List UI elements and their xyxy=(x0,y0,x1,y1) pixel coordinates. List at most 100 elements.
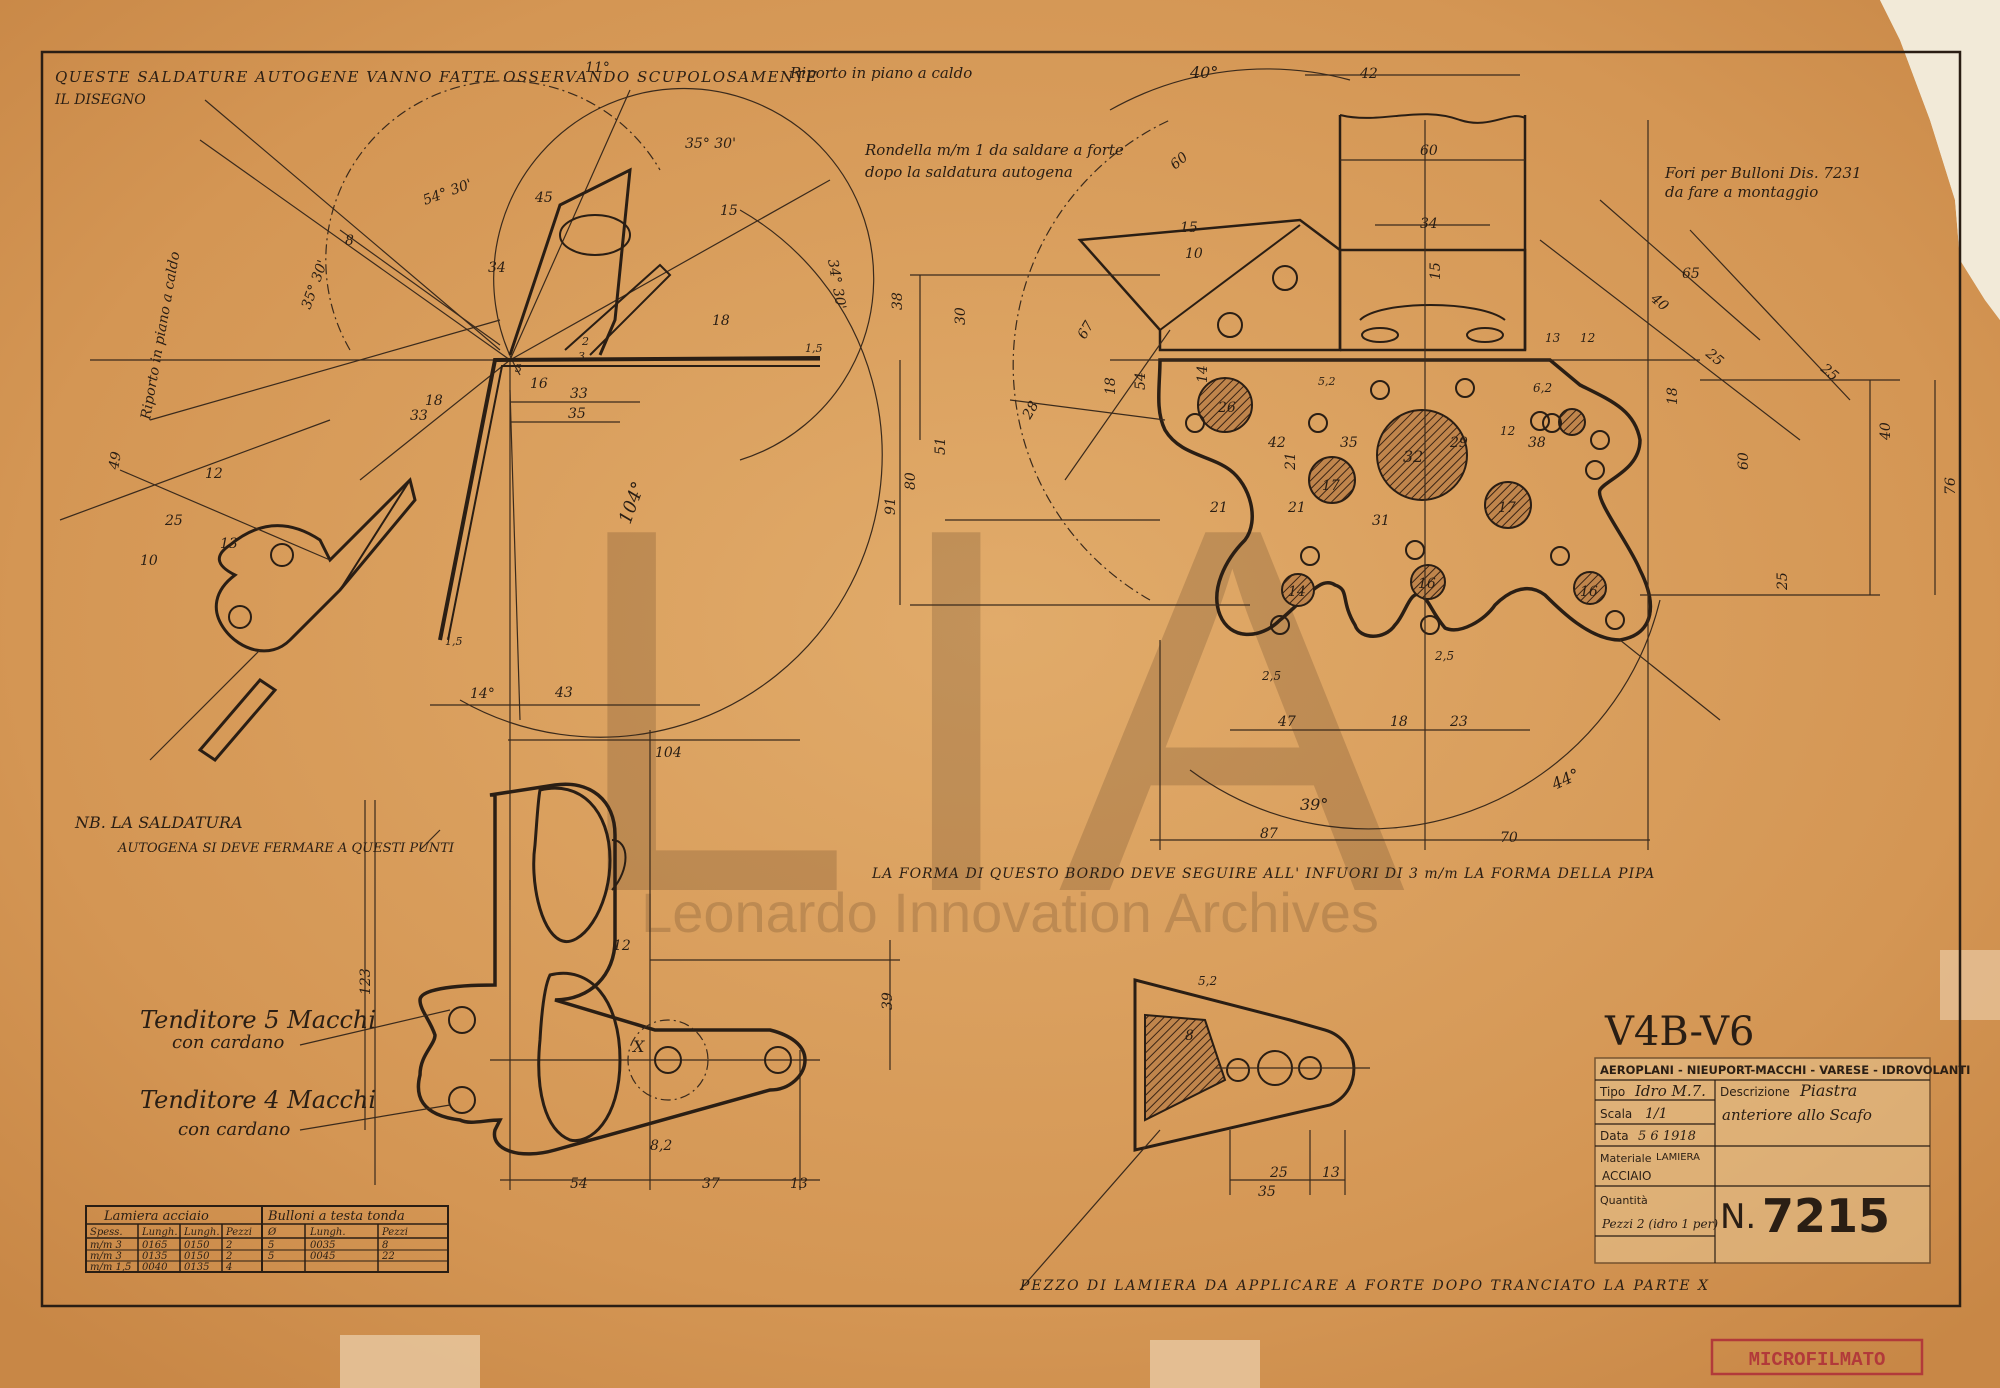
hole-26 xyxy=(1197,377,1253,433)
dimension-label: 123 xyxy=(358,968,374,995)
table-cell: 5 xyxy=(268,1240,274,1251)
dimension-label: 51 xyxy=(933,437,949,455)
table-header-cell: Lungh. xyxy=(183,1227,220,1238)
watermark: LIA Leonardo Innovation Archives xyxy=(565,420,1406,1001)
dimension-label: 39° xyxy=(1300,795,1328,814)
dimension-label: 35 xyxy=(1340,435,1358,451)
dimension-label: 11° xyxy=(585,60,610,76)
table-cell: 4 xyxy=(225,1262,232,1273)
tipo-label: Tipo xyxy=(1599,1085,1625,1099)
weld-note-line1: QUESTE SALDATURE AUTOGENE VANNO FATTE OS… xyxy=(55,68,819,86)
sheet-piece-view xyxy=(1019,978,1370,1291)
tenditore4-line2: con cardano xyxy=(178,1119,290,1140)
dimension-label: 54 xyxy=(1133,372,1149,390)
dimension-label: 10 xyxy=(1185,246,1203,262)
dimension-label: 40° xyxy=(1189,63,1218,82)
handwritten-code: V4B-V6 xyxy=(1604,1009,1754,1055)
dimension-label: 18 xyxy=(1390,714,1408,730)
dimension-label: 12 xyxy=(1580,331,1595,345)
dimension-label: 25 xyxy=(164,513,183,529)
dimension-label: 91 xyxy=(883,497,899,515)
dimension-label: 43 xyxy=(554,685,573,701)
nb-note-line1: NB. LA SALDATURA xyxy=(74,813,243,832)
dimension-label: 49 xyxy=(106,450,125,471)
dimension-label: 34 xyxy=(488,260,506,276)
data-label: Data xyxy=(1600,1129,1629,1143)
dimension-label: 2 xyxy=(581,335,589,348)
table-header-cell: Spess. xyxy=(90,1227,123,1238)
table-group1: Lamiera acciaio xyxy=(103,1209,209,1224)
tape-piece xyxy=(1940,950,2000,1020)
table-group2: Bulloni a testa tonda xyxy=(267,1209,405,1224)
angled-bracket-view xyxy=(59,419,417,762)
dimension-label: 67 xyxy=(1075,318,1098,342)
descr-value-2: anteriore allo Scafo xyxy=(1722,1106,1872,1124)
table-cell: 0150 xyxy=(184,1240,210,1251)
hole-14 xyxy=(1281,573,1315,607)
dimension-label: 18 xyxy=(425,393,443,409)
title-block: V4B-V6 AEROPLANI - NIEUPORT-MACCHI - VAR… xyxy=(1594,1009,1970,1264)
table-cell: 8 xyxy=(382,1240,388,1251)
tenditore5-line1: Tenditore 5 Macchi xyxy=(140,1006,376,1034)
dimension-label: 33 xyxy=(410,408,428,424)
dimension-label: 3 xyxy=(515,362,522,375)
side-view xyxy=(90,80,883,900)
dimension-label: 42 xyxy=(1267,435,1286,451)
dimension-label: 21 xyxy=(1287,500,1306,516)
dimension-label: 40 xyxy=(1878,422,1894,441)
dimension-label: 18 xyxy=(1103,377,1119,395)
dimension-label: 1,5 xyxy=(445,635,463,648)
fori-note-line2: da fare a montaggio xyxy=(1665,183,1818,201)
dimension-label: 23 xyxy=(1449,714,1468,730)
pezzo-note: PEZZO DI LAMIERA DA APPLICARE A FORTE DO… xyxy=(1019,1278,1710,1294)
dimension-label: 15 xyxy=(1428,262,1444,280)
title-header: AEROPLANI - NIEUPORT-MACCHI - VARESE - I… xyxy=(1600,1063,1970,1077)
dimension-label: 14° xyxy=(470,686,495,702)
dimension-label: 13 xyxy=(1322,1165,1340,1181)
dimension-label: 45 xyxy=(534,190,553,206)
dimension-label: 33 xyxy=(570,386,588,402)
drawing-number: 7215 xyxy=(1762,1189,1890,1243)
dimension-label: 30 xyxy=(953,307,969,325)
hole-16a xyxy=(1410,564,1446,600)
dimension-label: 32 xyxy=(1403,447,1423,466)
x-mark: X xyxy=(631,1037,645,1056)
dimension-label: 10 xyxy=(140,553,158,569)
scala-value: 1/1 xyxy=(1645,1106,1668,1122)
dimension-label: 42 xyxy=(1359,66,1378,82)
dimension-label: 6,2 xyxy=(1533,381,1552,395)
tape-piece xyxy=(1150,1340,1260,1388)
dimension-label: 13 xyxy=(790,1176,808,1192)
table-cell: 0135 xyxy=(142,1251,167,1262)
hole-17a xyxy=(1308,456,1356,504)
dimension-label: 8 xyxy=(1185,1028,1194,1044)
dimension-label: 14 xyxy=(1195,365,1211,383)
table-cell: m/m 3 xyxy=(90,1240,122,1251)
dimension-label: 35 xyxy=(1258,1184,1276,1200)
plate-plan-view xyxy=(899,68,1936,850)
rondella-note-line1: Rondella m/m 1 da saldare a forte xyxy=(864,141,1124,159)
quantita-label: Quantità xyxy=(1600,1194,1648,1207)
table-cell: 0150 xyxy=(184,1251,210,1262)
fori-note-line1: Fori per Bulloni Dis. 7231 xyxy=(1664,164,1862,182)
table-cell: 0165 xyxy=(142,1240,167,1251)
dimension-label: 2,5 xyxy=(1261,669,1281,683)
dimension-label: 12 xyxy=(613,938,631,954)
scan-background xyxy=(1880,0,2000,320)
table-header-cell: Ø xyxy=(267,1227,277,1238)
dimension-label: 47 xyxy=(1277,714,1296,730)
data-value: 5 6 1918 xyxy=(1638,1129,1696,1144)
table-header-cell: Lungh. xyxy=(141,1227,178,1238)
watermark-text: Leonardo Innovation Archives xyxy=(641,881,1379,944)
weld-note-line2: IL DISEGNO xyxy=(54,92,146,108)
table-cell: m/m 3 xyxy=(90,1251,122,1262)
materials-table: Lamiera acciaio Bulloni a testa tonda Sp… xyxy=(85,1205,449,1273)
dimension-label: 12 xyxy=(1500,424,1515,438)
tipo-value: Idro M.7. xyxy=(1634,1082,1706,1100)
dimension-label: 26 xyxy=(1217,400,1236,416)
dimension-label: 31 xyxy=(1372,513,1390,529)
table-cell: 2 xyxy=(225,1251,232,1262)
